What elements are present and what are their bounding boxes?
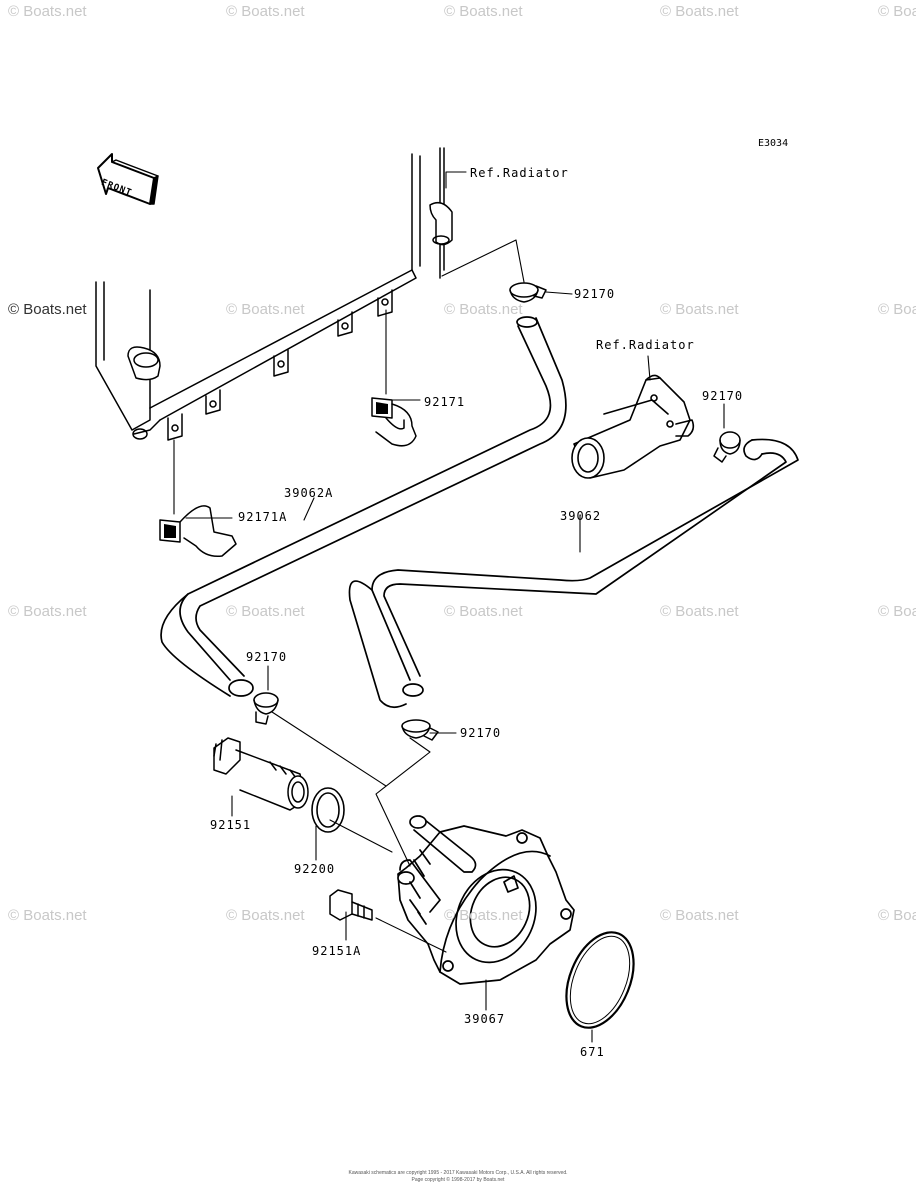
watermark: © Boats.net [444,603,523,620]
part-number-label[interactable]: 39067 [464,1012,506,1026]
oil-cooler-39067 [397,815,575,985]
watermark: © Boats.net [878,3,916,20]
copyright-line: Page copyright © 1998-2017 by Boats.net [411,1177,505,1183]
part-number-label[interactable]: 92200 [294,862,336,876]
watermark: © Boats.net [8,3,87,20]
ref-radiator-label: Ref.Radiator [596,338,695,352]
watermark: © Boats.net [444,907,523,924]
o-ring-92200 [311,787,345,833]
hose-39062A [160,316,567,697]
watermark: © Boats.net [444,3,523,20]
clip-92171 [371,397,417,447]
part-number-label[interactable]: 92151A [312,944,362,958]
watermark: © Boats.net [226,603,305,620]
hose-clamp-92170-top [509,282,547,303]
part-number-label[interactable]: 92151 [210,818,252,832]
part-number-label[interactable]: 92170 [460,726,502,740]
part-number-label[interactable]: 671 [580,1045,605,1059]
watermark: © Boats.net [444,301,523,318]
ref-radiator-label: Ref.Radiator [470,166,569,180]
watermark: © Boats.net [226,301,305,318]
part-number-label[interactable]: 39062A [284,486,334,500]
watermark: © Boats.net [660,907,739,924]
watermark: © Boats.net [878,603,916,620]
watermark: © Boats.net [660,603,739,620]
watermark: © Boats.net [660,301,739,318]
watermark: © Boats.net [226,907,305,924]
hose-39062 [348,438,799,709]
hose-clamp-92170-mid [401,719,439,741]
watermark: © Boats.net [8,603,87,620]
watermark: © Boats.net [226,3,305,20]
bolt-92151A [329,889,373,921]
thermostat-housing [571,374,695,479]
fitting-92151 [213,737,309,811]
radiator-outline [95,147,453,441]
part-number-label[interactable]: 92170 [702,389,744,403]
clip-92171A [159,505,237,558]
watermark: © Boats.net [660,3,739,20]
watermark: © Boats.net [8,907,87,924]
part-number-label[interactable]: 92171A [238,510,288,524]
watermark: © Boats.net [8,301,87,318]
o-ring-671 [565,931,635,1029]
hose-clamp-92170-left [253,692,279,725]
front-arrow-icon [97,153,159,205]
watermark: © Boats.net [878,301,916,318]
part-number-label[interactable]: 39062 [560,509,602,523]
leader-lines [173,171,725,1043]
part-number-label[interactable]: 92170 [246,650,288,664]
part-number-label[interactable]: 92170 [574,287,616,301]
hose-clamp-92170-right [713,431,741,463]
watermark: © Boats.net [878,907,916,924]
copyright-line: Kawasaki schematics are copyright 1995 -… [348,1170,568,1176]
diagram-code: E3034 [758,138,789,149]
part-number-label[interactable]: 92171 [424,395,466,409]
